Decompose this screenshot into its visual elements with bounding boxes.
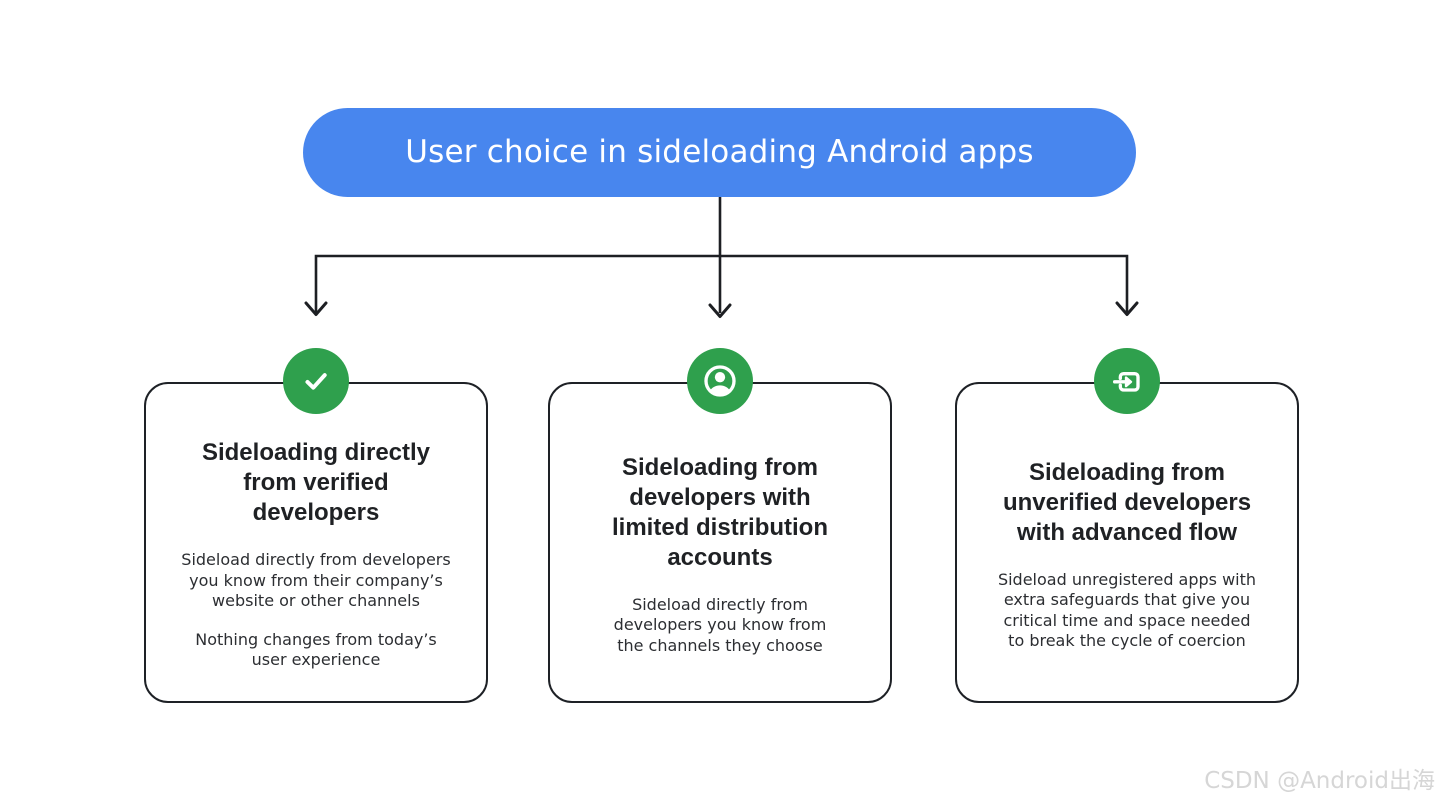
card-paragraph: Sideload unregistered apps with extra sa… bbox=[997, 569, 1257, 651]
csdn-watermark: CSDN @Android出海 bbox=[1204, 768, 1435, 794]
card-heading: Sideloading from unverified developers w… bbox=[1002, 458, 1252, 546]
card-heading: Sideloading directly from verified devel… bbox=[201, 439, 431, 527]
title-banner: User choice in sideloading Android apps bbox=[303, 108, 1136, 197]
check-icon bbox=[283, 348, 349, 414]
card-verified-developers: Sideloading directly from verified devel… bbox=[144, 382, 488, 703]
input-arrow-icon bbox=[1094, 348, 1160, 414]
card-unverified-advanced-flow: Sideloading from unverified developers w… bbox=[955, 382, 1299, 703]
card-paragraph: Nothing changes from today’s user experi… bbox=[195, 629, 437, 670]
card-heading: Sideloading from developers with limited… bbox=[612, 453, 828, 571]
card-limited-distribution: Sideloading from developers with limited… bbox=[548, 382, 892, 703]
card-paragraph: Sideload directly from developers you kn… bbox=[181, 550, 451, 611]
card-paragraph: Sideload directly from developers you kn… bbox=[613, 594, 827, 655]
title-label: User choice in sideloading Android apps bbox=[405, 134, 1034, 170]
account-circle-icon bbox=[687, 348, 753, 414]
